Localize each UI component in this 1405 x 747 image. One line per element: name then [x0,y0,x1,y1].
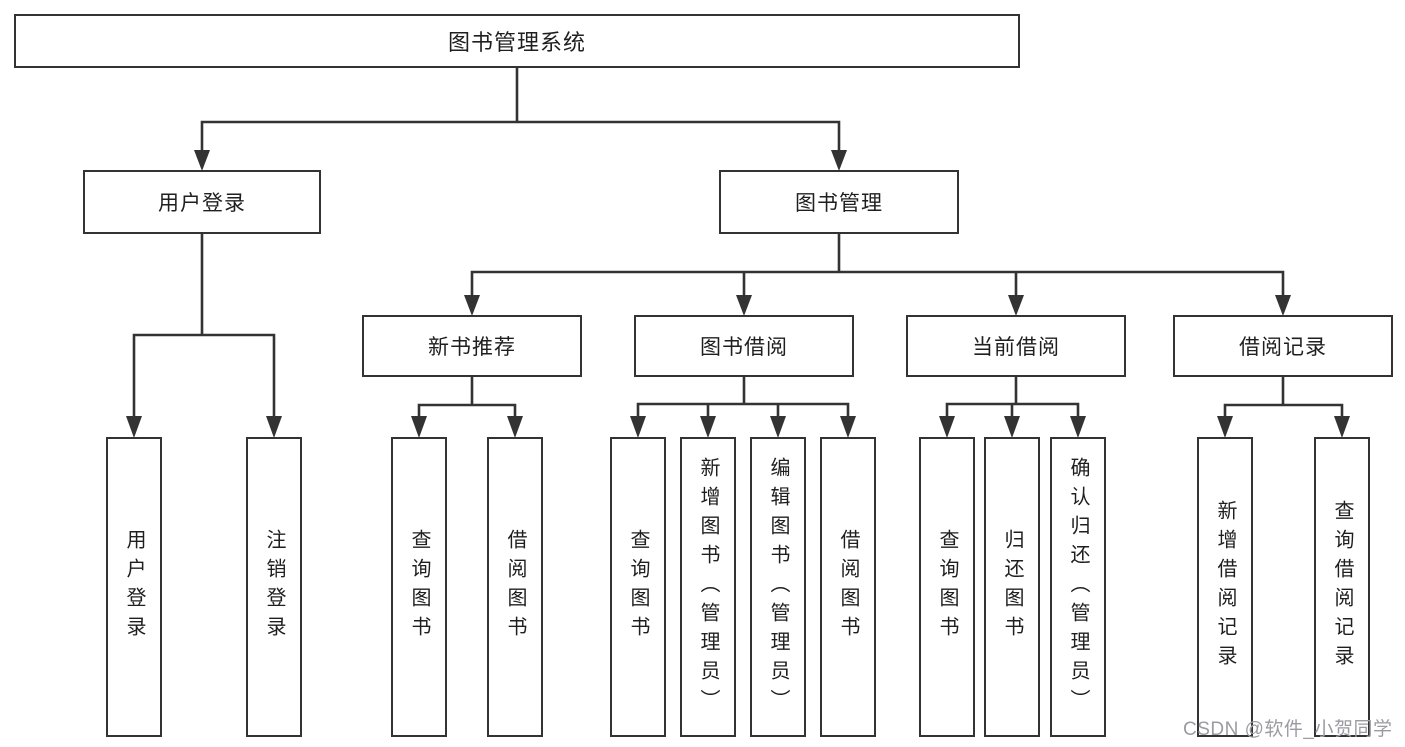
connector-user-login-children [126,234,282,438]
connector-new-book-children [411,377,523,438]
connector-book-borrow-children [630,377,856,438]
node-book-borrow: 图书借阅 [634,315,854,377]
leaf-query-books-borrow: 查询图书 [610,437,666,737]
leaf-add-borrow-record: 新增借阅记录 [1197,437,1253,737]
leaf-logout: 注销登录 [246,437,302,737]
node-current-borrow: 当前借阅 [906,315,1126,377]
node-borrow-records: 借阅记录 [1173,315,1393,377]
leaf-borrow-books-recommend: 借阅图书 [487,437,543,737]
node-library-management-system: 图书管理系统 [14,14,1020,68]
leaf-edit-book-admin: 编辑图书（管理员） [750,437,806,737]
leaf-borrow-books: 借阅图书 [820,437,876,737]
connector-borrow-records-children [1217,377,1350,438]
csdn-watermark: CSDN @软件_小贺同学 [1183,719,1393,740]
leaf-query-books-recommend: 查询图书 [391,437,447,737]
connector-book-management-children [464,234,1291,316]
connector-current-borrow-children [939,377,1086,438]
leaf-query-borrow-record: 查询借阅记录 [1314,437,1370,737]
node-new-book-recommend: 新书推荐 [362,315,582,377]
leaf-confirm-return-admin: 确认归还（管理员） [1050,437,1106,737]
connector-root-to-level1 [194,68,847,171]
leaf-user-login: 用户登录 [106,437,162,737]
leaf-return-book: 归还图书 [984,437,1040,737]
leaf-query-books-current: 查询图书 [919,437,975,737]
leaf-add-book-admin: 新增图书（管理员） [680,437,736,737]
node-book-management: 图书管理 [719,170,959,234]
node-user-login: 用户登录 [83,170,321,234]
